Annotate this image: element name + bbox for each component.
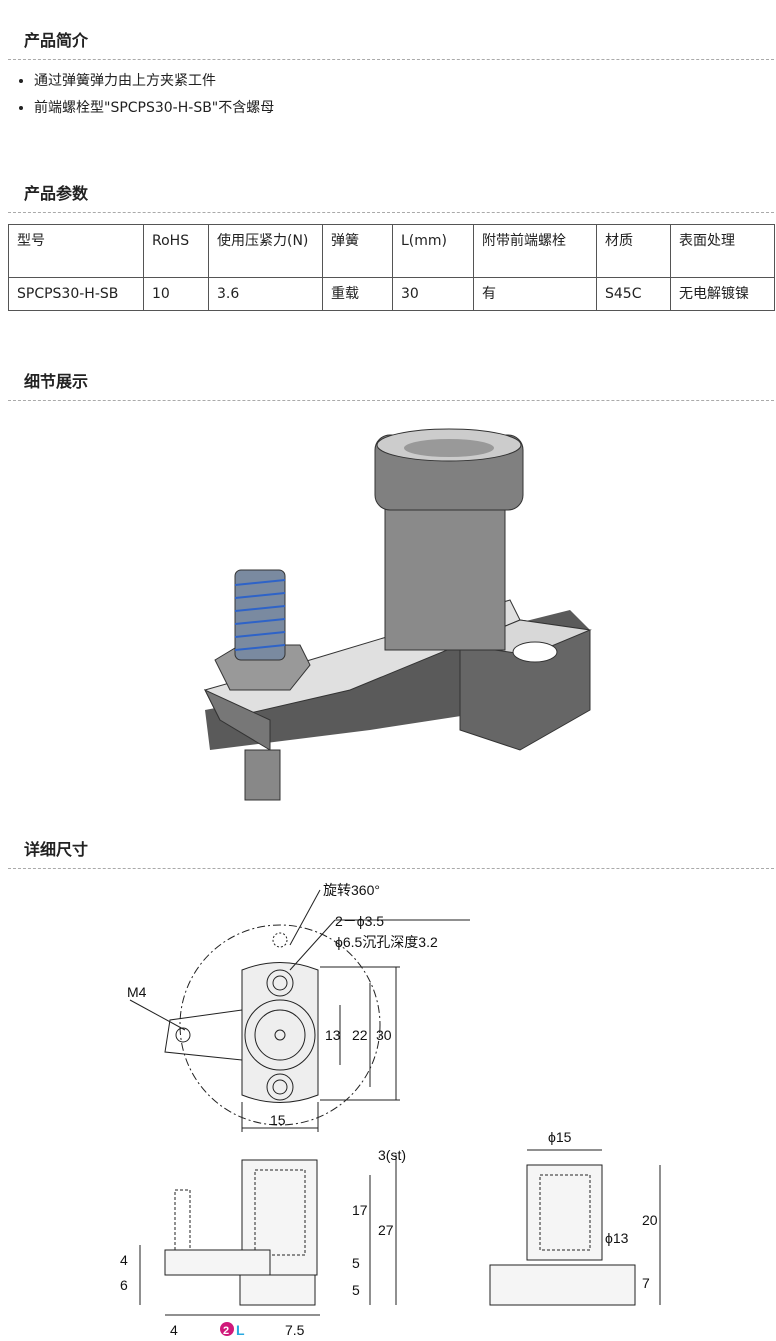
dim-15: 15 — [270, 1112, 286, 1128]
label-rotate: 旋转360° — [323, 882, 380, 898]
label-l: L — [236, 1322, 245, 1338]
table-header: 型号 — [8, 224, 144, 278]
table-header: 材质 — [596, 224, 671, 278]
dim-27: 27 — [378, 1222, 394, 1238]
circle-2: 2 — [223, 1325, 229, 1337]
table-header: 使用压紧力(N) — [208, 224, 323, 278]
dim-17: 17 — [352, 1202, 368, 1218]
table-row: SPCPS30-H-SB 10 3.6 重载 30 有 S45C 无电解镀镍 — [8, 277, 775, 311]
list-item: 前端螺栓型"SPCPS30-H-SB"不含螺母 — [34, 95, 274, 122]
table-cell: 30 — [392, 277, 474, 311]
table-header: L(mm) — [392, 224, 474, 278]
dim-20: 20 — [642, 1212, 658, 1228]
section-title-params: 产品参数 — [8, 180, 774, 213]
table-header: RoHS — [143, 224, 209, 278]
table-header: 表面处理 — [670, 224, 775, 278]
dim-5b: 5 — [352, 1282, 360, 1298]
dim-4b: 4 — [170, 1322, 178, 1338]
table-cell: 无电解镀镍 — [670, 277, 775, 311]
dim-7: 7 — [642, 1275, 650, 1291]
label-m4: M4 — [127, 984, 147, 1000]
product-render — [203, 428, 592, 801]
label-holes: 2－ϕ3.5 — [335, 913, 384, 929]
table-cell: S45C — [596, 277, 671, 311]
section-title-dims: 详细尺寸 — [8, 836, 774, 869]
label-counterbore: ϕ6.5沉孔深度3.2 — [335, 934, 438, 950]
table-header-row: 型号 RoHS 使用压紧力(N) 弹簧 L(mm) 附带前端螺栓 材质 表面处理 — [8, 224, 775, 278]
table-cell: 10 — [143, 277, 209, 311]
table-cell: 3.6 — [208, 277, 323, 311]
section-title-details: 细节展示 — [8, 368, 774, 401]
params-table: 型号 RoHS 使用压紧力(N) 弹簧 L(mm) 附带前端螺栓 材质 表面处理… — [8, 224, 775, 311]
dimension-drawing: 旋转360° 2－ϕ3.5 ϕ6.5沉孔深度3.2 M4 13 22 30 15… — [120, 882, 661, 1338]
dim-30: 30 — [376, 1027, 392, 1043]
intro-list: 通过弹簧弹力由上方夹紧工件 前端螺栓型"SPCPS30-H-SB"不含螺母 — [14, 68, 274, 122]
dim-phi15: ϕ15 — [548, 1129, 572, 1145]
dim-6: 6 — [120, 1277, 128, 1293]
dim-22: 22 — [352, 1027, 368, 1043]
table-cell: SPCPS30-H-SB — [8, 277, 144, 311]
dim-4: 4 — [120, 1252, 128, 1268]
section-title-intro: 产品简介 — [8, 27, 774, 60]
dim-phi13: ϕ13 — [605, 1230, 629, 1246]
table-cell: 有 — [473, 277, 597, 311]
table-header: 附带前端螺栓 — [473, 224, 597, 278]
table-header: 弹簧 — [322, 224, 393, 278]
dim-13: 13 — [325, 1027, 341, 1043]
table-cell: 重载 — [322, 277, 393, 311]
list-item: 通过弹簧弹力由上方夹紧工件 — [34, 68, 274, 95]
dim-5a: 5 — [352, 1255, 360, 1271]
dim-7-5: 7.5 — [285, 1322, 305, 1338]
dim-st: 3(st) — [378, 1147, 406, 1163]
